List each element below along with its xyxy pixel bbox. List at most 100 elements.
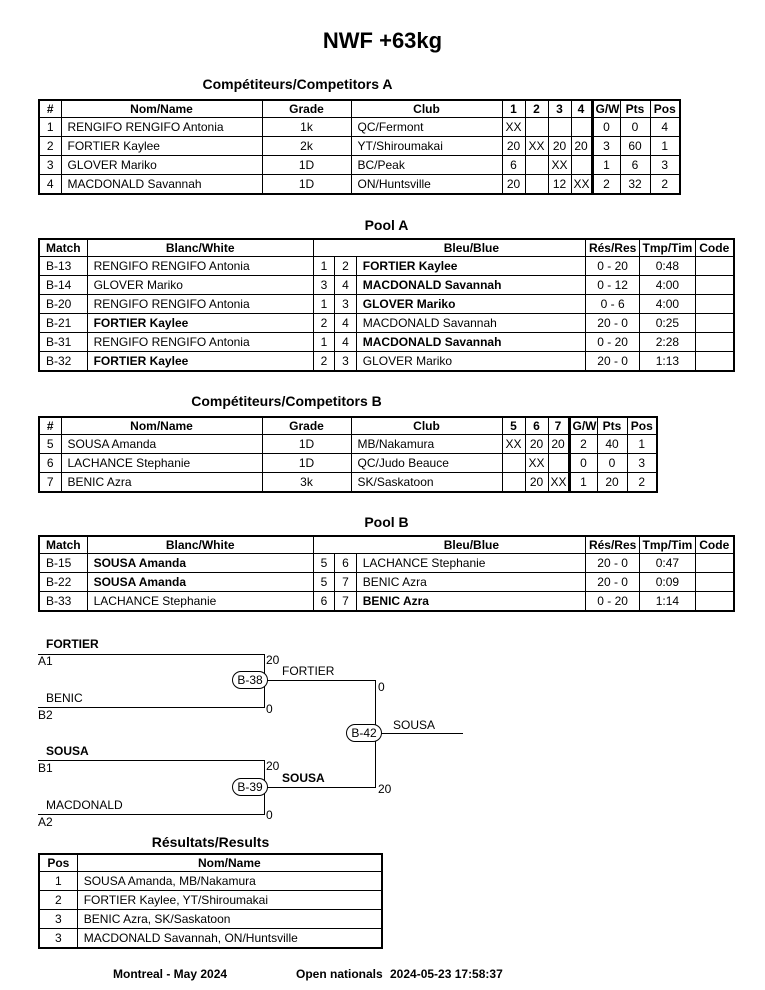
column-header: Blanc/White	[86, 238, 314, 257]
match-time: 0:25	[639, 313, 696, 333]
match-result: 0 - 20	[585, 591, 641, 612]
competitor-cell: BC/Peak	[350, 155, 503, 175]
match-code	[694, 294, 735, 314]
competitor-cell: BENIC Azra	[60, 472, 263, 493]
match-result: 0 - 20	[585, 332, 641, 352]
competitor-cell: FORTIER Kaylee	[60, 136, 263, 156]
competitor-cell: 1	[590, 155, 621, 175]
result-position: 1	[38, 871, 78, 891]
match-result: 20 - 0	[585, 572, 641, 592]
competitors-a-title: Compétiteurs/Competitors A	[202, 76, 393, 92]
footer-timestamp: 2024-05-23 17:58:37	[390, 967, 503, 981]
sf1-top-name: FORTIER	[46, 637, 99, 651]
competitor-cell: SOUSA Amanda	[60, 434, 263, 454]
competitor-cell: 20	[501, 136, 526, 156]
competitor-cell: 2	[567, 434, 598, 454]
match-id: B-14	[38, 275, 88, 295]
competitor-cell: 4	[649, 117, 681, 137]
blue-number: 3	[334, 294, 357, 314]
match-result: 20 - 0	[585, 351, 641, 372]
blue-number: 2	[334, 256, 357, 276]
competitor-cell: 3	[649, 155, 681, 175]
column-header: Blanc/White	[86, 535, 314, 554]
competitor-cell: 60	[619, 136, 651, 156]
column-header: 6	[524, 416, 549, 435]
competitor-cell: QC/Fermont	[350, 117, 503, 137]
competitor-cell	[570, 155, 593, 175]
sf1-top-seed: A1	[38, 654, 53, 668]
column-header: Rés/Res	[585, 238, 641, 257]
match-id: B-32	[38, 351, 88, 372]
competitor-cell: 1D	[261, 434, 352, 454]
bracket-line	[38, 760, 265, 761]
competitor-cell: YT/Shiroumakai	[350, 136, 503, 156]
column-header: Grade	[261, 416, 352, 435]
match-code	[694, 553, 735, 573]
competitor-cell: 1	[38, 117, 62, 137]
competitor-cell: 6	[619, 155, 651, 175]
column-header: 4	[570, 99, 593, 118]
white-competitor: SOUSA Amanda	[86, 572, 314, 592]
competitor-cell: 3	[590, 136, 621, 156]
blue-number: 4	[334, 332, 357, 352]
result-name: MACDONALD Savannah, ON/Huntsville	[76, 928, 383, 949]
bracket-line	[375, 733, 463, 734]
white-number: 3	[312, 275, 336, 295]
sf1-bottom-seed: B2	[38, 708, 53, 722]
match-id: B-31	[38, 332, 88, 352]
competitor-cell: XX	[524, 136, 549, 156]
match-code	[694, 332, 735, 352]
blue-number: 7	[334, 591, 357, 612]
column-header: 3	[547, 99, 572, 118]
competitor-cell: 20	[547, 434, 570, 454]
white-competitor: GLOVER Mariko	[86, 275, 314, 295]
competitor-cell: 4	[38, 174, 62, 195]
column-header: Code	[694, 238, 735, 257]
white-number: 1	[312, 294, 336, 314]
column-header: Tmp/Tim	[639, 535, 696, 554]
match-time: 4:00	[639, 275, 696, 295]
footer-location: Montreal - May 2024	[113, 967, 228, 981]
competitor-cell: 6	[38, 453, 62, 473]
competitor-cell: 6	[501, 155, 526, 175]
blue-number: 4	[334, 313, 357, 333]
result-position: 3	[38, 928, 78, 949]
competitor-cell	[524, 117, 549, 137]
competitor-cell: 1D	[261, 174, 352, 195]
competitor-cell: XX	[501, 434, 526, 454]
sf2-top-name: SOUSA	[46, 744, 89, 758]
match-time: 0:48	[639, 256, 696, 276]
white-competitor: FORTIER Kaylee	[86, 313, 314, 333]
competitor-cell: 2	[626, 472, 658, 493]
blue-number: 4	[334, 275, 357, 295]
result-position: 2	[38, 890, 78, 910]
bracket-line	[38, 814, 265, 815]
competitor-cell: 0	[567, 453, 598, 473]
column-header: Match	[38, 535, 88, 554]
competitor-cell: XX	[547, 155, 572, 175]
competitor-cell: MB/Nakamura	[350, 434, 503, 454]
competitor-cell: 20	[524, 472, 549, 493]
column-header: Pts	[596, 416, 628, 435]
sf1-match-pill: B-38	[232, 671, 268, 689]
competitor-cell: QC/Judo Beauce	[350, 453, 503, 473]
competitor-cell: 20	[547, 136, 572, 156]
blue-competitor: MACDONALD Savannah	[355, 275, 587, 295]
bracket-line	[264, 787, 376, 788]
